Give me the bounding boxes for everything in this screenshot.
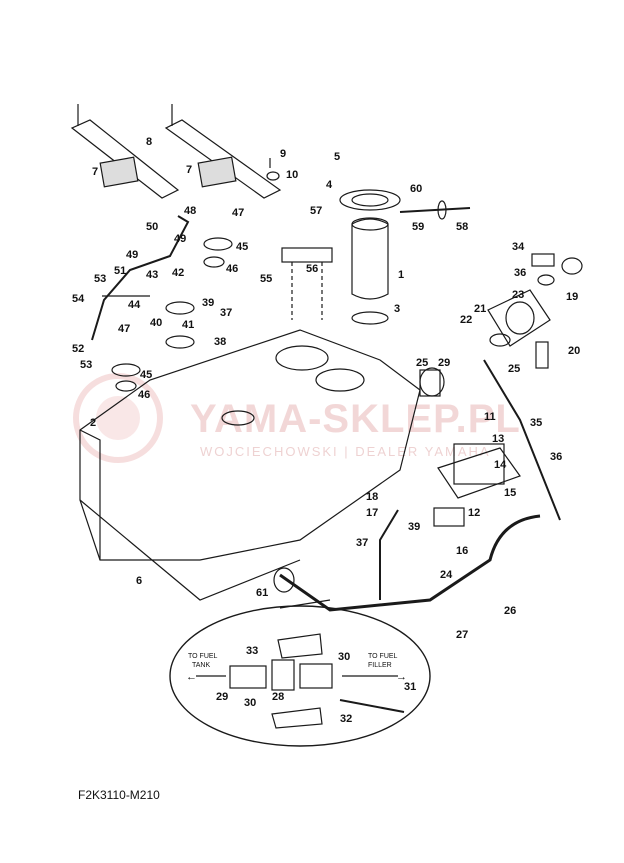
- callout-20: 20: [568, 345, 580, 357]
- callout-4: 4: [326, 179, 333, 191]
- callout-42: 42: [172, 267, 184, 279]
- callout-21: 21: [474, 303, 486, 315]
- callout-61: 61: [256, 587, 268, 599]
- line-art: [70, 104, 583, 747]
- callout-23: 23: [512, 289, 524, 301]
- callout-52: 52: [72, 343, 84, 355]
- callout-11: 11: [484, 411, 496, 423]
- callout-39b: 39: [408, 521, 420, 533]
- callout-54: 54: [72, 293, 85, 305]
- callout-29b: 29: [216, 691, 228, 703]
- arrow-left-icon: ←: [186, 671, 197, 683]
- detail-labels: TO FUEL TANK TO FUEL FILLER ← →: [186, 653, 407, 683]
- detail-left-label-2: TANK: [192, 662, 210, 669]
- callout-7b: 7: [186, 164, 192, 176]
- callout-15: 15: [504, 487, 516, 499]
- callout-3: 3: [394, 303, 400, 315]
- arrow-right-icon: →: [396, 671, 407, 683]
- callout-37b: 37: [356, 537, 368, 549]
- callout-46b: 46: [138, 389, 150, 401]
- callout-10: 10: [286, 169, 298, 181]
- callout-45a: 45: [236, 241, 248, 253]
- callout-32: 32: [340, 713, 352, 725]
- callout-35: 35: [530, 417, 542, 429]
- callout-53a: 53: [94, 273, 106, 285]
- callout-25b: 25: [508, 363, 520, 375]
- callout-49b: 49: [126, 249, 138, 261]
- watermark-main: YAMA-SKLEP.PL: [190, 397, 521, 441]
- callout-19: 19: [566, 291, 578, 303]
- callout-12: 12: [468, 507, 480, 519]
- callout-58: 58: [456, 221, 468, 233]
- pad-left: [99, 156, 139, 188]
- callout-48: 48: [184, 205, 196, 217]
- callout-44: 44: [128, 299, 141, 311]
- callout-28: 28: [272, 691, 284, 703]
- callout-43: 43: [146, 269, 158, 281]
- callout-16: 16: [456, 545, 468, 557]
- callout-37a: 37: [220, 307, 232, 319]
- callout-24: 24: [440, 569, 453, 581]
- callout-18: 18: [366, 491, 378, 503]
- callout-41: 41: [182, 319, 194, 331]
- callout-39a: 39: [202, 297, 214, 309]
- watermark: YAMA-SKLEP.PL WOJCIECHOWSKI | DEALER YAM…: [73, 373, 521, 463]
- callout-labels: 1 2 3 4 5 6 7 7 8 9 10 11 12 13 14 15 16…: [72, 136, 580, 725]
- callout-29a: 29: [438, 357, 450, 369]
- callout-36a: 36: [514, 267, 526, 279]
- callout-45b: 45: [140, 369, 152, 381]
- callout-17: 17: [366, 507, 378, 519]
- callout-6: 6: [136, 575, 142, 587]
- detail-right-label-1: TO FUEL: [368, 653, 398, 660]
- callout-9: 9: [280, 148, 286, 160]
- callout-46a: 46: [226, 263, 238, 275]
- callout-55: 55: [260, 273, 272, 285]
- callout-56: 56: [306, 263, 318, 275]
- callout-34: 34: [512, 241, 525, 253]
- callout-38: 38: [214, 336, 226, 348]
- callout-30a: 30: [338, 651, 350, 663]
- callout-22: 22: [460, 314, 472, 326]
- detail-callout: [169, 605, 431, 747]
- diagram-code: F2K3110-M210: [78, 788, 160, 802]
- callout-47b: 47: [118, 323, 130, 335]
- callout-57: 57: [310, 205, 322, 217]
- callout-51: 51: [114, 265, 126, 277]
- callout-50: 50: [146, 221, 158, 233]
- callout-33: 33: [246, 645, 258, 657]
- callout-25a: 25: [416, 357, 428, 369]
- callout-8: 8: [146, 136, 152, 148]
- callout-1: 1: [398, 269, 404, 281]
- callout-2: 2: [90, 417, 96, 429]
- pad-right: [197, 156, 237, 188]
- callout-60: 60: [410, 183, 422, 195]
- callout-49a: 49: [174, 233, 186, 245]
- callout-7a: 7: [92, 166, 98, 178]
- callout-59: 59: [412, 221, 424, 233]
- callout-30b: 30: [244, 697, 256, 709]
- detail-left-label-1: TO FUEL: [188, 653, 218, 660]
- callout-40: 40: [150, 317, 162, 329]
- callout-47a: 47: [232, 207, 244, 219]
- detail-right-label-2: FILLER: [368, 662, 392, 669]
- callout-36b: 36: [550, 451, 562, 463]
- callout-13: 13: [492, 433, 504, 445]
- callout-5: 5: [334, 151, 340, 163]
- callout-31: 31: [404, 681, 416, 693]
- callout-14: 14: [494, 459, 507, 471]
- watermark-sub: WOJCIECHOWSKI | DEALER YAMAHA: [200, 444, 491, 459]
- callout-53b: 53: [80, 359, 92, 371]
- callout-27: 27: [456, 629, 468, 641]
- callout-26: 26: [504, 605, 516, 617]
